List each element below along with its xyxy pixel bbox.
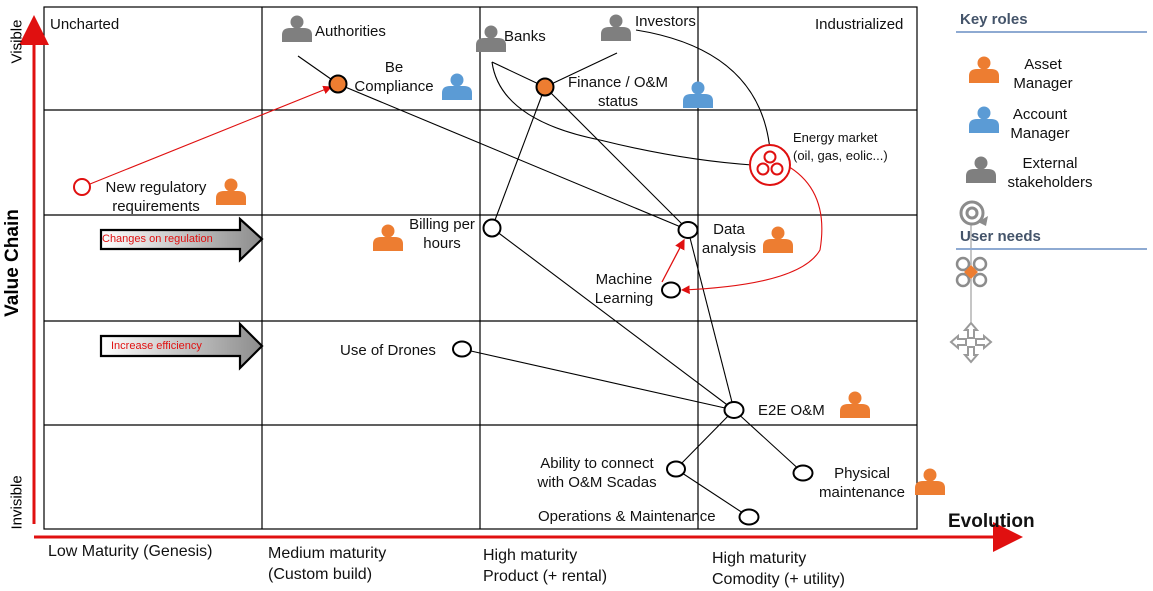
user-needs-title: User needs	[960, 228, 1041, 245]
data-asset-manager-icon	[763, 226, 793, 253]
investors-person-icon	[601, 14, 631, 41]
link-regulatory-compliance	[89, 85, 333, 185]
node-energy-market	[749, 144, 791, 186]
node-physical	[792, 464, 814, 482]
new-regulatory-label: New regulatory requirements	[105, 179, 207, 215]
billing-asset-manager-icon	[373, 224, 403, 251]
x-axis-title: Evolution	[948, 511, 1035, 532]
billing-label: Billing per hours	[409, 216, 475, 252]
node-use-of-drones	[452, 340, 472, 358]
link-billing-e2e	[491, 227, 735, 411]
connections	[297, 29, 804, 518]
user-needs-divider	[956, 248, 1147, 250]
changes-arrow-label: Changes on regulation	[102, 233, 213, 245]
uncharted-label: Uncharted	[50, 16, 120, 33]
refresh-icon	[959, 200, 988, 226]
energy-market-label: Energy market (oil, gas, eolic...)	[793, 130, 888, 163]
legend-external-stakeholders-icon	[966, 156, 996, 183]
link-e2e-physical	[733, 409, 804, 474]
link-compliance-data	[337, 83, 689, 231]
be-compliance-label: Be Compliance	[354, 59, 434, 95]
finance-label: Finance / O&M status	[567, 74, 669, 110]
x-stage-custom: Medium maturity (Custom build)	[268, 545, 387, 583]
legend-asset-manager-icon	[969, 56, 999, 83]
use-of-drones-label: Use of Drones	[340, 342, 436, 359]
investors-label: Investors	[635, 13, 696, 30]
y-axis-title: Value Chain	[2, 209, 23, 317]
legend-account-manager-icon	[969, 106, 999, 133]
machine-learning-label: Machine Learning	[594, 271, 654, 307]
link-e2e-ability	[675, 409, 735, 470]
node-new-regulatory	[73, 178, 91, 196]
link-ability-operations	[675, 468, 750, 518]
legend-account-manager-label: Account Manager	[1010, 106, 1070, 142]
link-investors-energy	[635, 29, 771, 151]
e2e-label: E2E O&M	[758, 402, 825, 419]
y-axis-bottom-label: Invisible	[8, 475, 26, 530]
banks-label: Banks	[504, 28, 546, 45]
node-data-analysis	[677, 221, 699, 239]
grid	[43, 6, 918, 530]
x-stage-product: High maturity Product (+ rental)	[483, 547, 608, 585]
physical-label: Physical maintenance	[819, 465, 905, 501]
link-energy-ml	[680, 164, 823, 295]
data-analysis-label: Data analysis	[701, 221, 757, 257]
legend-external-stakeholders-label: External stakeholders	[1007, 155, 1093, 191]
authorities-label: Authorities	[315, 23, 386, 40]
efficiency-arrow-shape	[99, 321, 264, 371]
x-stage-genesis: Low Maturity (Genesis)	[48, 543, 213, 560]
key-roles-title: Key roles	[960, 11, 1028, 28]
node-be-compliance	[328, 74, 348, 94]
e2e-asset-manager-icon	[840, 391, 870, 418]
node-operations	[738, 508, 760, 526]
link-data-e2e	[687, 229, 735, 411]
need-node-icon	[955, 256, 988, 288]
x-stage-commodity: High maturity Comodity (+ utility)	[712, 550, 845, 588]
node-machine-learning	[661, 281, 681, 299]
authorities-person-icon	[282, 15, 312, 42]
finance-account-manager-icon	[683, 81, 713, 108]
y-axis-top-label: Visible	[8, 19, 26, 64]
changes-arrow-shape	[99, 216, 264, 263]
physical-asset-manager-icon	[915, 468, 945, 495]
regulatory-asset-manager-icon	[216, 178, 246, 205]
link-finance-data	[544, 86, 689, 231]
node-finance	[535, 77, 555, 97]
link-finance-billing	[491, 86, 546, 229]
link-ml-data	[661, 238, 685, 283]
compliance-account-manager-icon	[442, 73, 472, 100]
node-ability	[666, 460, 686, 478]
link-banks-energy	[491, 61, 753, 166]
ability-label: Ability to connect with O&M Scadas	[537, 455, 657, 491]
node-billing	[482, 218, 502, 238]
operations-label: Operations & Maintenance	[538, 508, 716, 525]
key-roles-divider	[956, 31, 1147, 33]
industrialized-label: Industrialized	[815, 16, 904, 33]
link-investors-finance	[544, 52, 618, 88]
link-drones-e2e	[461, 348, 735, 411]
efficiency-arrow-label: Increase efficiency	[111, 340, 202, 352]
move-arrows-icon	[949, 321, 993, 364]
legend-asset-manager-label: Asset Manager	[1013, 56, 1073, 92]
node-e2e	[723, 401, 745, 419]
link-banks-finance	[491, 61, 546, 88]
